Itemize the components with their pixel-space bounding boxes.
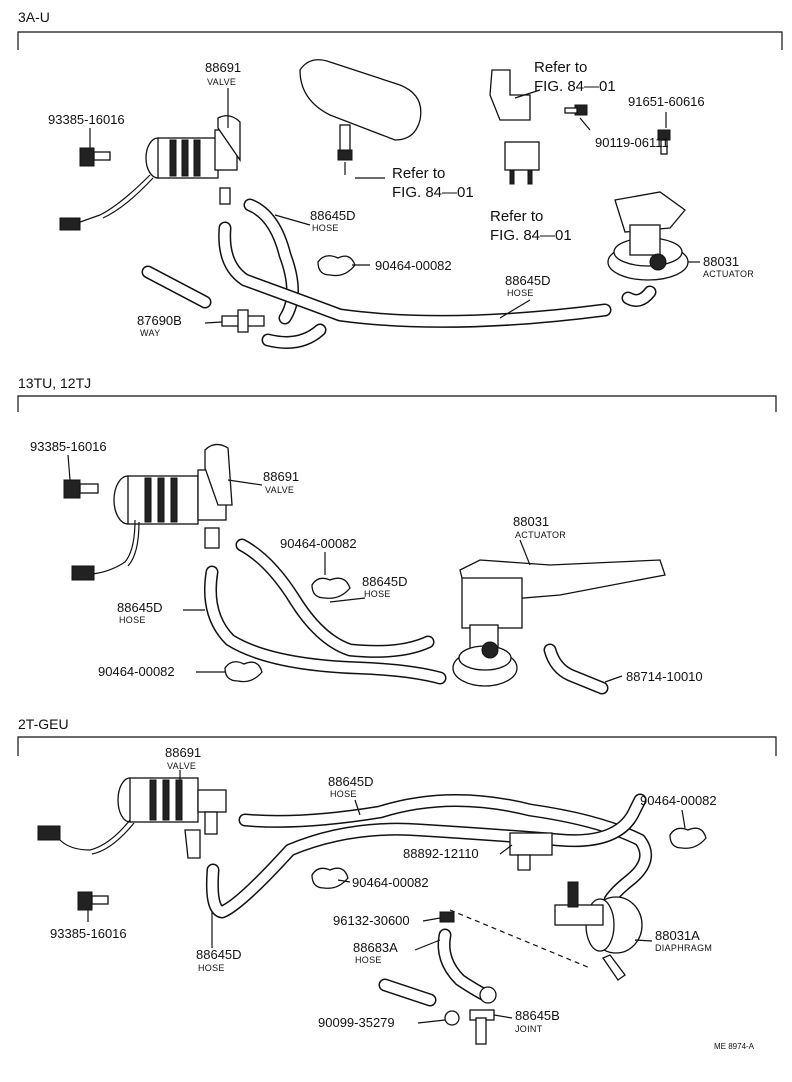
label-clamp2: 90464-00082: [98, 664, 175, 679]
section-13tu-12tj: 13TU, 12TJ: [17, 375, 777, 695]
label-valve-number: 88691: [263, 469, 299, 484]
clamp-icon: [224, 661, 263, 683]
clamp-icon: [444, 986, 497, 1026]
label-hose1-number: 88645D: [362, 574, 408, 589]
label-way-sub: WAY: [140, 328, 160, 338]
leader-lines: [89, 88, 700, 324]
section-bracket: [17, 736, 777, 756]
label-clip: 96132-30600: [333, 913, 410, 928]
label-hose2-sub: HOSE: [355, 955, 382, 965]
label-clamp3: 90099-35279: [318, 1015, 395, 1030]
actuator-88031-icon: [607, 191, 689, 281]
label-hose1-sub: HOSE: [364, 589, 391, 599]
section-header-3a-u: 3A-U: [18, 9, 50, 25]
valve-88691-icon: [59, 115, 241, 231]
label-joint-number: 88645B: [515, 1008, 560, 1023]
section-3a-u: 3A-U: [17, 9, 783, 349]
label-hose-number: 88645D: [310, 208, 356, 223]
label-ref1-line1: Refer to: [534, 59, 587, 76]
actuator-88031-icon: [452, 559, 666, 687]
label-bolt: 93385-16016: [50, 926, 127, 941]
label-actuator-sub: ACTUATOR: [515, 530, 566, 540]
label-actuator-sub: ACTUATOR: [703, 269, 754, 279]
label-valve-number: 88691: [205, 60, 241, 75]
section-header-2t-geu: 2T-GEU: [18, 716, 69, 732]
label-valve-number: 88691: [165, 745, 201, 760]
section-bracket: [17, 395, 777, 412]
vacuum-switch-icon: [299, 59, 422, 175]
clamp-icon: [311, 867, 349, 889]
clamp-icon: [669, 827, 707, 849]
leader-lines: [67, 454, 623, 683]
clamp-icon: [317, 255, 356, 277]
label-hose3-sub: HOSE: [198, 963, 225, 973]
valve-88691-icon: [71, 443, 233, 581]
bracket-icon: [509, 832, 553, 871]
way-connector-icon: [221, 309, 265, 333]
section-header-13tu-12tj: 13TU, 12TJ: [18, 375, 91, 391]
label-valve-sub: VALVE: [265, 485, 294, 495]
label-ref2-line1: Refer to: [392, 165, 445, 182]
section-bracket: [17, 31, 783, 50]
label-clamp1: 90464-00082: [640, 793, 717, 808]
label-pipe: 88714-10010: [626, 669, 703, 684]
hose-assembly: [203, 538, 609, 695]
leader-lines: [87, 770, 686, 1024]
label-ref2-line2: FIG. 84—01: [392, 184, 474, 201]
bolt-icon: [77, 891, 109, 911]
label-bolt2: 91651-60616: [628, 94, 705, 109]
label-hose2-number: 88645D: [117, 600, 163, 615]
label-clamp2: 90464-00082: [352, 875, 429, 890]
label-hose1-number: 88645D: [328, 774, 374, 789]
label-bracket: 88892-12110: [403, 846, 479, 861]
label-hose-sub: HOSE: [312, 223, 339, 233]
label-way-number: 87690B: [137, 313, 182, 328]
label-hose1-sub: HOSE: [330, 789, 357, 799]
label-hose2-sub: HOSE: [507, 288, 534, 298]
label-relay: 90119-06111: [595, 135, 669, 150]
label-valve-sub: VALVE: [207, 77, 236, 87]
hose-assembly: [205, 793, 653, 1007]
label-hose2-number: 88683A: [353, 940, 398, 955]
bolt-icon: [79, 147, 111, 167]
label-ref1-line2: FIG. 84—01: [534, 78, 616, 95]
label-hose2-number: 88645D: [505, 273, 551, 288]
valve-88691-icon: [37, 777, 227, 859]
bolt-icon: [564, 104, 588, 116]
hose-assembly: [141, 198, 657, 349]
clamp-icon: [311, 577, 351, 599]
label-ref3-line1: Refer to: [490, 208, 543, 225]
relay-icon: [489, 69, 540, 185]
label-valve-sub: VALVE: [167, 761, 196, 771]
clip-icon: [439, 911, 455, 923]
section-2t-geu: 2T-GEU: [17, 716, 777, 1045]
label-joint-sub: JOINT: [515, 1024, 543, 1034]
joint-icon: [469, 1009, 495, 1045]
label-clamp: 90464-00082: [375, 258, 452, 273]
label-diaphragm-number: 88031A: [655, 928, 700, 943]
label-hose2-sub: HOSE: [119, 615, 146, 625]
label-actuator-number: 88031: [703, 254, 739, 269]
label-ref3-line2: FIG. 84—01: [490, 227, 572, 244]
diaphragm-88031a-icon: [449, 881, 643, 981]
label-diaphragm-sub: DIAPHRAGM: [655, 943, 712, 953]
label-bolt: 93385-16016: [48, 112, 125, 127]
label-hose3-number: 88645D: [196, 947, 242, 962]
drawing-code: ME 8974-A: [714, 1042, 755, 1051]
label-actuator-number: 88031: [513, 514, 549, 529]
bolt-icon: [63, 479, 99, 499]
bolt-icon: [657, 129, 671, 155]
label-bolt: 93385-16016: [30, 439, 107, 454]
label-clamp1: 90464-00082: [280, 536, 357, 551]
